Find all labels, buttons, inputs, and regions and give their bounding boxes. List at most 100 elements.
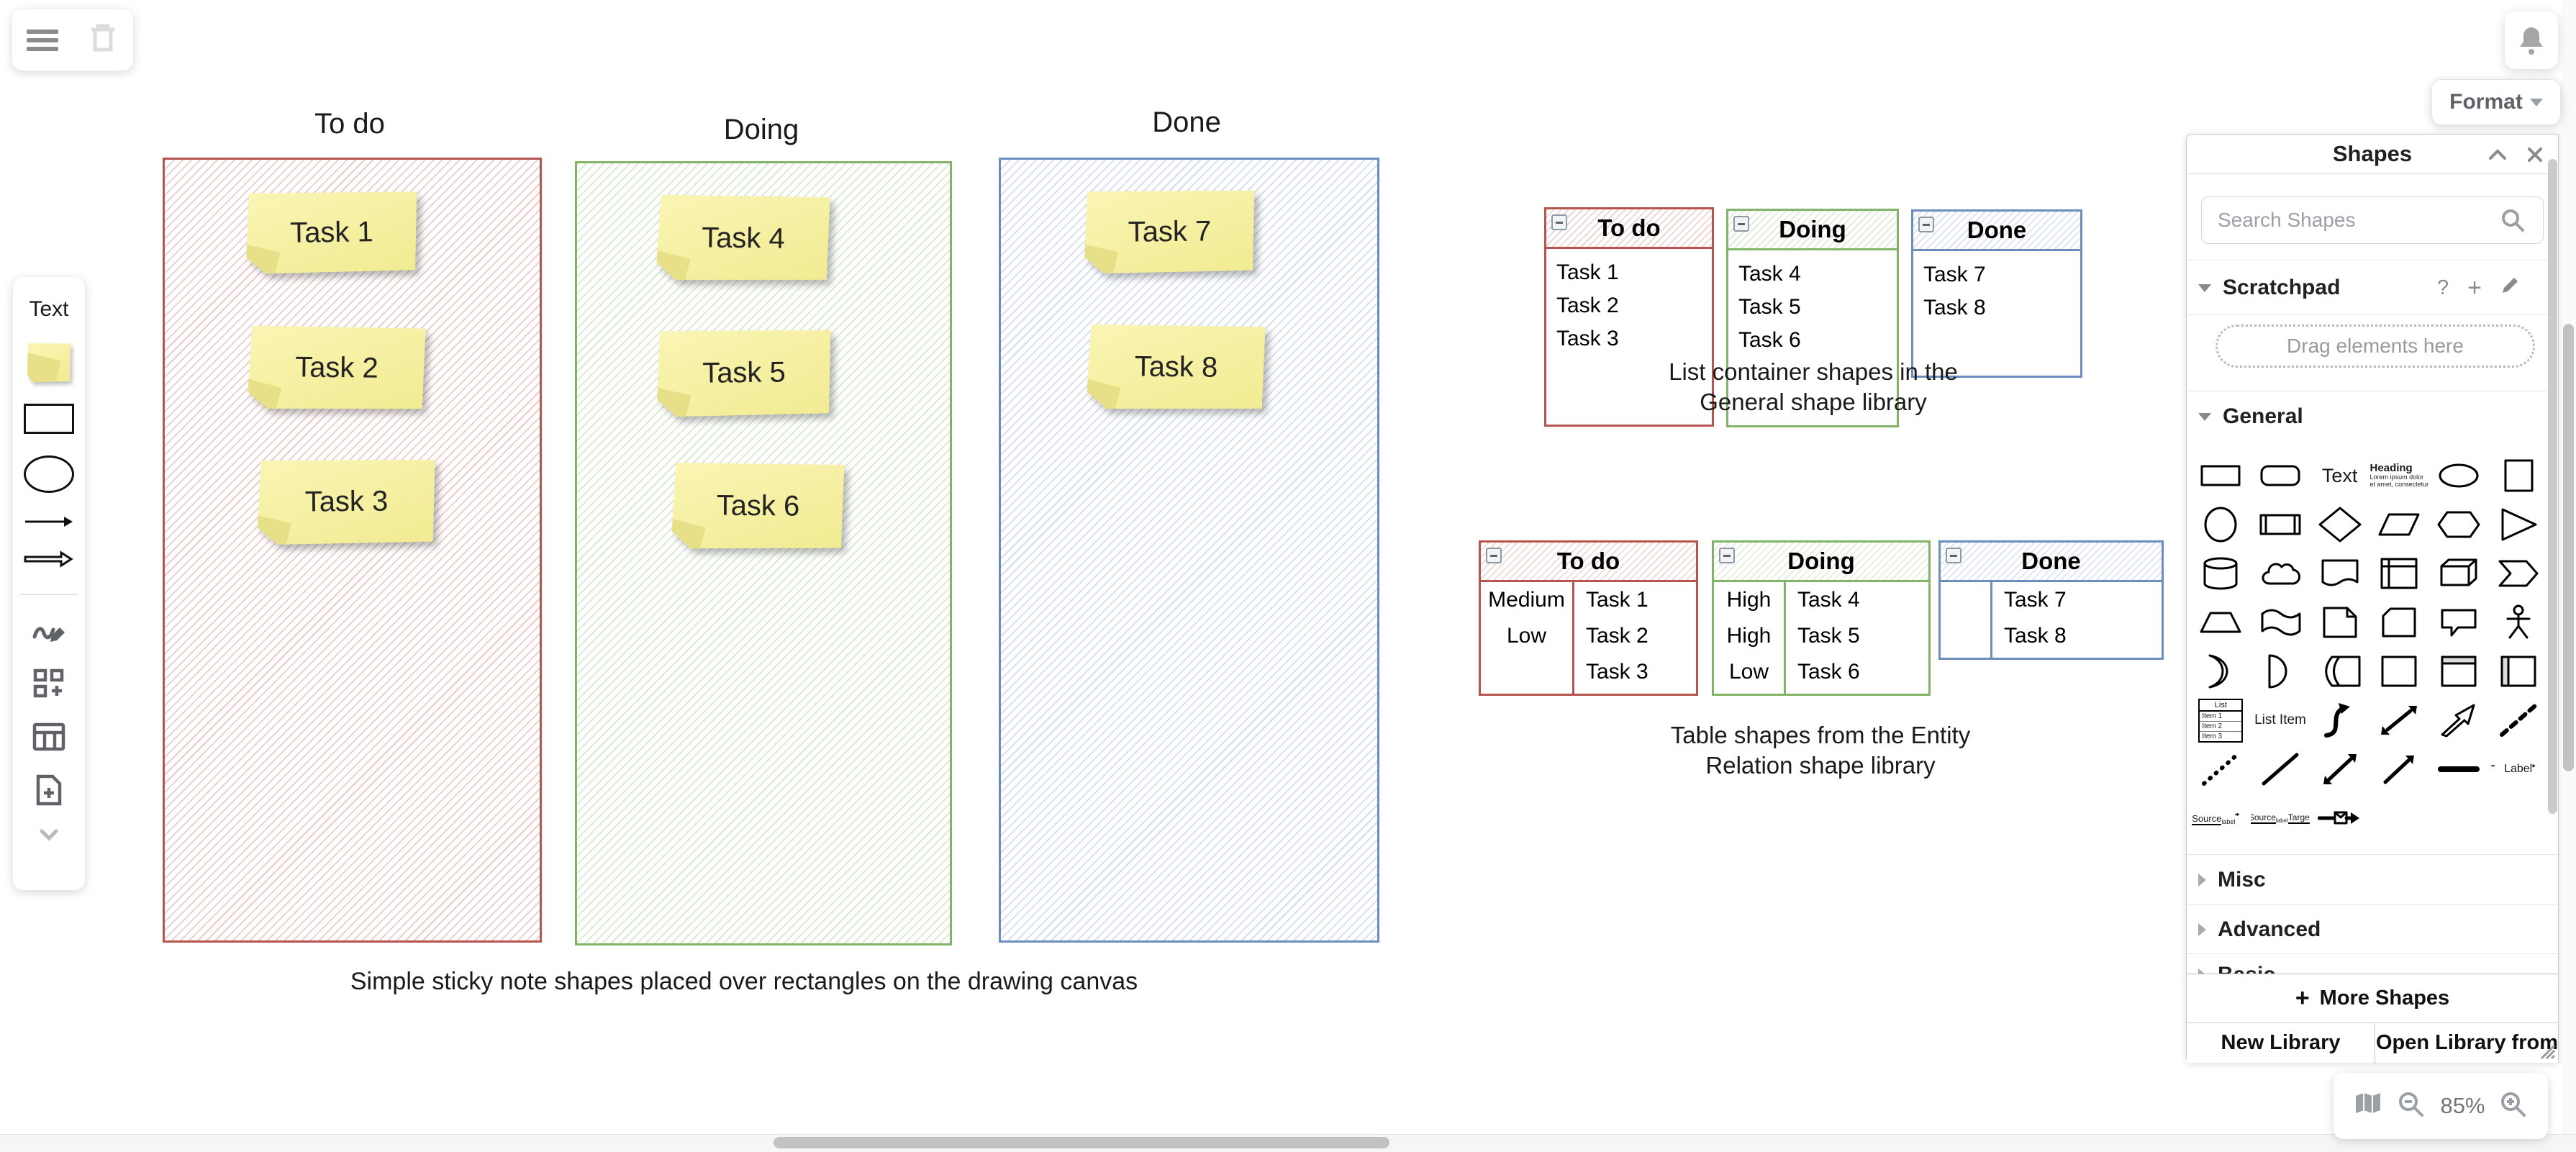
list-item-shape[interactable]: List Item <box>2254 712 2306 727</box>
arrow-shape[interactable] <box>2429 696 2489 745</box>
step-shape[interactable] <box>2488 549 2548 598</box>
palette-expand-icon[interactable] <box>36 828 62 843</box>
collapse-button[interactable] <box>1719 548 1735 563</box>
collapse-button[interactable] <box>1946 548 1962 563</box>
caption-sticky-notes[interactable]: Simple sticky note shapes placed over re… <box>350 968 1138 995</box>
bidirectional-arrow-shape[interactable] <box>2369 696 2429 745</box>
cloud-shape[interactable] <box>2251 549 2310 598</box>
list-item[interactable]: Task 3 <box>1556 327 1619 350</box>
data-storage-shape[interactable] <box>2310 647 2369 696</box>
collapse-button[interactable] <box>1486 548 1502 563</box>
sticky-note[interactable]: Task 5 <box>656 330 831 417</box>
and-shape[interactable] <box>2251 647 2310 696</box>
ellipse-shape[interactable] <box>2429 451 2489 500</box>
close-panel-icon[interactable] <box>2522 142 2548 168</box>
sticky-note[interactable]: Task 1 <box>245 191 418 273</box>
new-library-button[interactable]: New Library <box>2187 1022 2375 1063</box>
vertical-container-shape[interactable] <box>2429 647 2489 696</box>
table-cell-task[interactable]: Task 2 <box>1586 624 1648 648</box>
cube-shape[interactable] <box>2429 549 2489 598</box>
rounded-rectangle-shape[interactable] <box>2251 451 2310 500</box>
scratchpad-dropzone[interactable]: Drag elements here <box>2216 325 2535 368</box>
section-misc[interactable]: Misc <box>2187 856 2558 904</box>
tape-shape[interactable] <box>2251 598 2310 647</box>
sticky-note[interactable]: Task 8 <box>1087 325 1265 411</box>
sticky-note[interactable]: Task 7 <box>1084 190 1255 273</box>
list-header[interactable]: Done <box>1913 212 2080 251</box>
square-shape[interactable] <box>2488 451 2548 500</box>
column-title[interactable]: Doing <box>723 114 799 145</box>
table-header[interactable]: To do <box>1481 543 1696 582</box>
container-shape[interactable] <box>2369 647 2429 696</box>
column-rectangle[interactable] <box>163 158 542 943</box>
ellipse-tool[interactable] <box>24 455 74 493</box>
table-cell-priority[interactable] <box>1481 654 1572 690</box>
list-item[interactable]: Task 4 <box>1738 262 1801 286</box>
resize-handle[interactable] <box>2537 1041 2556 1060</box>
horizontal-scrollbar-thumb[interactable] <box>774 1137 1389 1148</box>
actor-shape[interactable] <box>2488 598 2548 647</box>
caption-tables-line1[interactable]: Table shapes from the Entity <box>1670 722 1971 748</box>
more-shapes-button[interactable]: + More Shapes <box>2187 974 2558 1022</box>
table-cell-priority[interactable] <box>1941 582 1990 618</box>
parallelogram-shape[interactable] <box>2369 500 2429 549</box>
search-icon[interactable] <box>2500 208 2525 232</box>
list-item[interactable]: Task 7 <box>1923 263 1986 286</box>
help-icon[interactable]: ? <box>2437 276 2449 299</box>
collapse-button[interactable] <box>1551 214 1567 230</box>
table-cell-priority[interactable]: High <box>1726 588 1772 612</box>
text-tool[interactable]: Text <box>29 297 69 321</box>
table-header[interactable]: Doing <box>1714 543 1928 582</box>
table-cell-priority[interactable]: Low <box>1506 624 1547 648</box>
section-general[interactable]: General <box>2187 394 2558 440</box>
directional-arrow-shape[interactable] <box>2369 745 2429 794</box>
collapse-button[interactable] <box>1733 216 1749 232</box>
table-header[interactable]: Done <box>1941 543 2162 582</box>
table-cell-task[interactable]: Task 1 <box>1586 588 1648 612</box>
table-cell-task[interactable]: Task 5 <box>1797 624 1860 648</box>
curve-shape[interactable] <box>2310 696 2369 745</box>
triangle-shape[interactable] <box>2488 500 2548 549</box>
insert-shape-icon[interactable] <box>32 667 65 700</box>
insert-template-icon[interactable] <box>34 774 64 807</box>
notifications-button[interactable] <box>2505 12 2558 69</box>
link-shape[interactable] <box>2429 745 2489 794</box>
caption-lists-line2[interactable]: General shape library <box>1700 389 1927 415</box>
table-cell-priority[interactable]: Low <box>1728 660 1769 684</box>
open-library-button[interactable]: Open Library from <box>2376 1022 2558 1063</box>
table-cell-task[interactable]: Task 4 <box>1797 588 1860 612</box>
line-shape[interactable] <box>2251 745 2310 794</box>
dashed-line-shape[interactable] <box>2488 696 2548 745</box>
column-rectangle[interactable] <box>575 161 952 945</box>
trapezoid-shape[interactable] <box>2191 598 2251 647</box>
table-cell-priority[interactable]: High <box>1726 624 1772 648</box>
internal-storage-shape[interactable] <box>2369 549 2429 598</box>
list-item[interactable]: Task 8 <box>1923 296 1986 319</box>
rectangle-shape[interactable] <box>2191 451 2251 500</box>
vertical-scrollbar-thumb[interactable] <box>2563 324 2574 771</box>
zoom-out-icon[interactable] <box>2398 1091 2425 1122</box>
section-scratchpad[interactable]: Scratchpad ? + <box>2187 261 2558 314</box>
labeled-link-shape[interactable]: Label <box>2488 745 2548 794</box>
list-item[interactable]: Task 6 <box>1738 328 1801 352</box>
sticky-note[interactable]: Task 3 <box>257 459 435 545</box>
hexagon-shape[interactable] <box>2429 500 2489 549</box>
caption-lists-line1[interactable]: List container shapes in the <box>1669 358 1958 385</box>
add-to-scratchpad-icon[interactable]: + <box>2467 273 2482 301</box>
text-shape[interactable]: Text <box>2321 464 2358 486</box>
sticky-note[interactable]: Task 6 <box>671 463 844 550</box>
table-cell-task[interactable]: Task 3 <box>1586 660 1648 684</box>
table-cell-task[interactable]: Task 7 <box>2004 588 2067 612</box>
arrow-tool[interactable] <box>24 514 74 529</box>
section-advanced[interactable]: Advanced <box>2187 906 2558 953</box>
collapse-button[interactable] <box>1918 217 1934 232</box>
list-header[interactable]: Doing <box>1728 211 1897 250</box>
document-shape[interactable] <box>2310 549 2369 598</box>
panel-scrollbar[interactable] <box>2548 159 2557 814</box>
